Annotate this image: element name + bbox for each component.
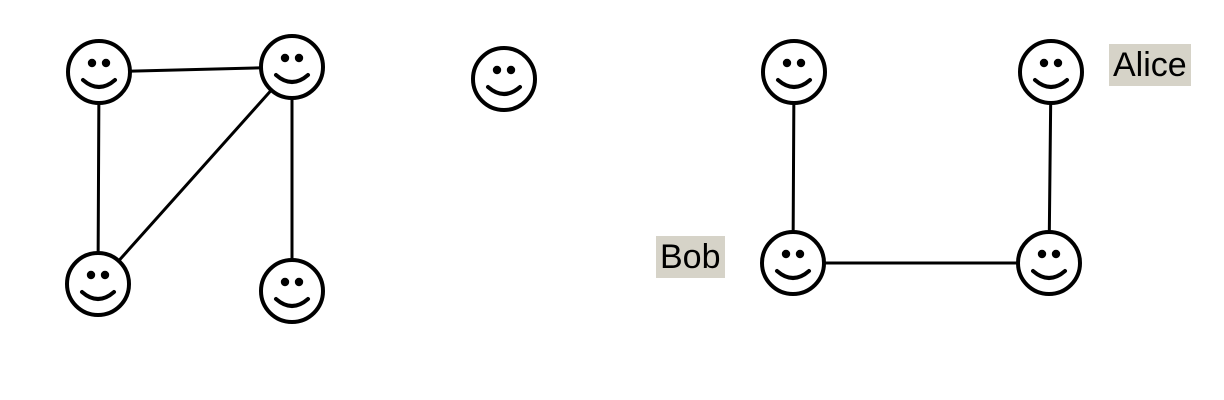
right-eye <box>294 53 304 63</box>
face-outline <box>760 230 826 296</box>
smiley-face-icon-g2-bottom-left <box>760 230 826 296</box>
left-eye <box>86 270 96 280</box>
right-eye <box>796 58 806 68</box>
right-eye <box>1051 249 1061 259</box>
edge-g1-top-right-to-g1-bottom-left <box>96 65 294 286</box>
face-outline <box>65 251 131 317</box>
smiley-face-icon-g2-bottom-right <box>1016 230 1082 296</box>
face-outline <box>259 258 325 324</box>
face-outline <box>471 46 537 112</box>
label-alice: Alice <box>1109 44 1191 86</box>
left-eye <box>280 53 290 63</box>
edge-g1-top-left-to-g1-bottom-left <box>96 70 101 286</box>
left-eye <box>781 249 791 259</box>
face-outline <box>259 34 325 100</box>
smile <box>1031 269 1067 280</box>
left-eye <box>280 277 290 287</box>
face-outline <box>1018 39 1084 105</box>
smiley-face-icon-g2-top-left <box>761 39 827 105</box>
left-eye <box>87 58 97 68</box>
smiley-face-icon-g1-top-right <box>259 34 325 100</box>
smile <box>81 78 117 89</box>
right-eye <box>506 65 516 75</box>
smiley-face-icon-g1-bottom-left <box>65 251 131 317</box>
smiley-face-icon-g2-top-right <box>1018 39 1084 105</box>
face-outline <box>761 39 827 105</box>
label-bob: Bob <box>656 236 725 278</box>
smile <box>1033 78 1069 89</box>
smile <box>776 78 812 89</box>
left-eye <box>1039 58 1049 68</box>
left-eye <box>1037 249 1047 259</box>
smile <box>80 290 116 301</box>
right-eye <box>1053 58 1063 68</box>
smile <box>274 73 310 84</box>
face-outline <box>66 39 132 105</box>
smiley-face-icon-g1-bottom-right <box>259 258 325 324</box>
edges <box>96 65 1053 293</box>
smile <box>274 297 310 308</box>
left-eye <box>492 65 502 75</box>
right-eye <box>100 270 110 280</box>
nodes <box>65 34 1084 324</box>
smiley-face-icon-g1-top-left <box>66 39 132 105</box>
right-eye <box>101 58 111 68</box>
right-eye <box>795 249 805 259</box>
smile <box>775 269 811 280</box>
left-eye <box>782 58 792 68</box>
smiley-face-icon-isolated <box>471 46 537 112</box>
right-eye <box>294 277 304 287</box>
face-outline <box>1016 230 1082 296</box>
smile <box>486 85 522 96</box>
